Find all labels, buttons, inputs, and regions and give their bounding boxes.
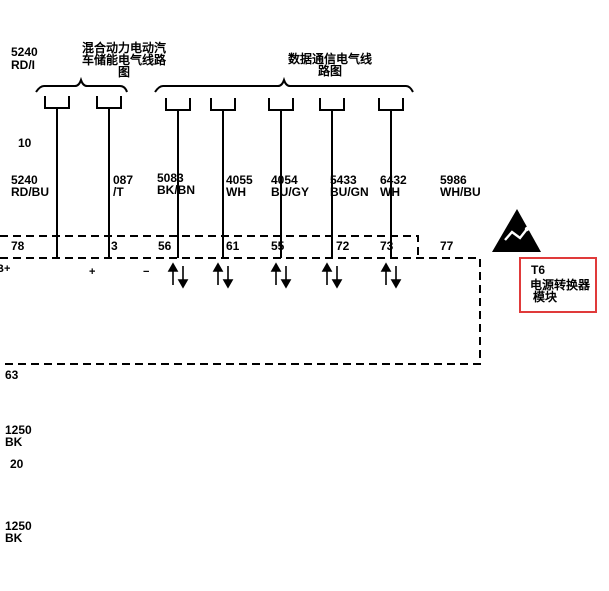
data-comm-header[interactable]: 数据通信电气线 路图 <box>288 51 372 78</box>
pin-number: 77 <box>440 239 454 253</box>
wire-group <box>56 108 392 258</box>
bidirectional-arrow-icon <box>167 262 189 289</box>
data-comm-bracket <box>154 76 414 111</box>
pin-number: 73 <box>380 239 394 253</box>
ground-color-label: BK <box>5 531 23 545</box>
hybrid-header-line2: 车储能电气线路 <box>82 52 167 67</box>
bidirectional-arrow-icon <box>380 262 402 289</box>
module-box[interactable]: T6 电源转换器 模块 <box>519 257 597 313</box>
bidirectional-arrow-icon <box>212 262 234 289</box>
pin-20-label: 20 <box>10 457 24 471</box>
circuit-label: 4055 <box>226 173 253 187</box>
circuit-label: 5240 <box>11 173 38 187</box>
ground-color-label: BK <box>5 435 23 449</box>
bidirectional-arrow-icon <box>270 262 292 289</box>
top-wire-color: RD/I <box>11 58 35 72</box>
pin-number: 3 <box>111 239 118 253</box>
color-label: BK/BN <box>157 183 195 197</box>
polarity-sign: − <box>143 266 149 278</box>
row-10-label: 10 <box>18 136 32 150</box>
color-label: /T <box>113 185 124 199</box>
pin-number: 72 <box>336 239 350 253</box>
data-header-line2: 路图 <box>318 63 342 78</box>
module-name-line1: 电源转换器 <box>530 278 591 292</box>
circuit-label: 5986 <box>440 173 467 187</box>
top-circuit-number: 5240 <box>11 45 38 59</box>
module-ref: T6 <box>531 263 546 277</box>
signal-arrows <box>167 262 402 289</box>
data-header-line1: 数据通信电气线 <box>288 51 372 66</box>
pin-numbers: 78 3 56 61 55 72 73 77 <box>11 239 454 253</box>
ground-circuit-label: 1250 <box>5 423 32 437</box>
circuit-label: 087 <box>113 173 133 187</box>
color-label: WH <box>226 185 246 199</box>
esd-warning-icon <box>492 209 541 252</box>
hybrid-bracket <box>35 76 128 109</box>
color-label: BU/GY <box>271 185 309 199</box>
polarity-sign: + <box>89 266 95 278</box>
ground-circuit-label: 1250 <box>5 519 32 533</box>
color-label: RD/BU <box>11 185 49 199</box>
pin-number: 56 <box>158 239 172 253</box>
module-name-line2: 模块 <box>533 290 558 304</box>
pin-number: 55 <box>271 239 285 253</box>
circuit-label: 6432 <box>380 173 407 187</box>
wire-labels: 5240 RD/BU 087 /T 5083 BK/BN 4055 WH 405… <box>11 171 481 199</box>
b-plus-label: B+ <box>0 263 10 275</box>
color-label: WH <box>380 185 400 199</box>
pin-number: 61 <box>226 239 240 253</box>
connector-outline <box>0 235 481 365</box>
circuit-label: 5433 <box>330 173 357 187</box>
color-label: WH/BU <box>440 185 481 199</box>
bidirectional-arrow-icon <box>321 262 343 289</box>
pin-63-label: 63 <box>5 368 19 382</box>
hybrid-storage-header[interactable]: 混合动力电动汽 车储能电气线路 图 <box>82 40 167 79</box>
circuit-label: 4054 <box>271 173 298 187</box>
pin-number: 78 <box>11 239 25 253</box>
color-label: BU/GN <box>330 185 369 199</box>
circuit-label: 5083 <box>157 171 184 185</box>
hybrid-header-line1: 混合动力电动汽 <box>82 40 166 55</box>
hybrid-header-line3: 图 <box>118 65 130 79</box>
